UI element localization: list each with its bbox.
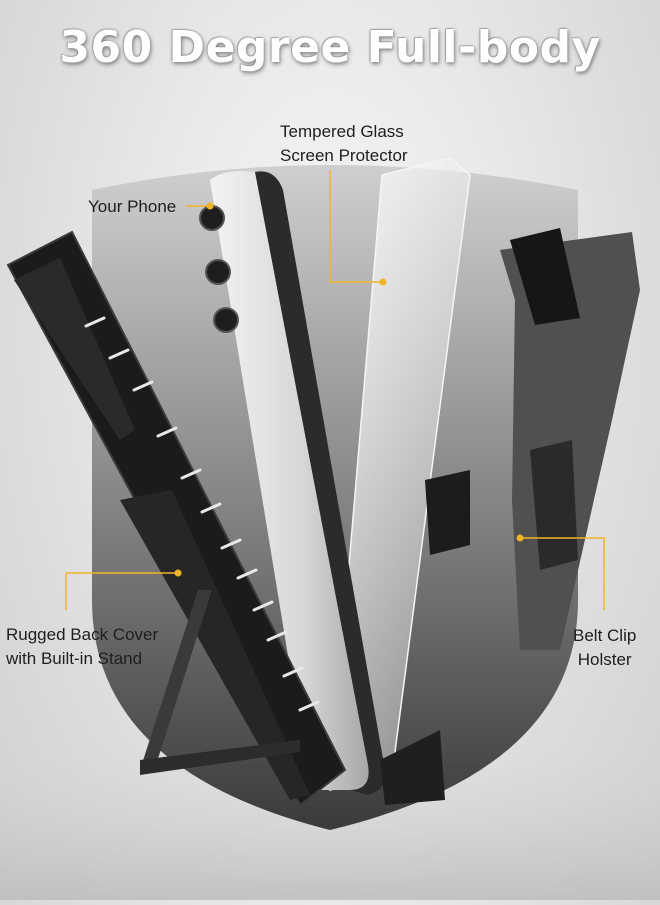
callout-lines bbox=[65, 170, 605, 610]
callout-back-cover-line1: Rugged Back Cover bbox=[6, 625, 159, 644]
callout-belt-clip: Belt Clip Holster bbox=[573, 624, 636, 672]
belt-clip-holster bbox=[380, 228, 640, 805]
holster-top-clip bbox=[510, 228, 580, 325]
callout-belt-clip-line1: Belt Clip bbox=[573, 626, 637, 645]
cover-ridges bbox=[84, 316, 320, 712]
camera-lens-1 bbox=[199, 205, 225, 231]
callout-belt-clip-line2: Holster bbox=[577, 650, 632, 669]
kickstand bbox=[140, 590, 212, 770]
callout-back-cover: Rugged Back Cover with Built-in Stand bbox=[6, 623, 158, 671]
camera-lens-3 bbox=[213, 307, 239, 333]
callout-tempered-glass: Tempered Glass Screen Protector bbox=[280, 120, 408, 168]
callout-dots bbox=[174, 202, 524, 577]
page-title: 360 Degree Full-body bbox=[59, 22, 601, 73]
callout-your-phone: Your Phone bbox=[88, 195, 176, 219]
camera-lens-2 bbox=[205, 259, 231, 285]
callout-tempered-glass-line1: Tempered Glass bbox=[280, 122, 404, 141]
callout-back-cover-line2: with Built-in Stand bbox=[6, 649, 143, 668]
callout-tempered-glass-line2: Screen Protector bbox=[280, 146, 408, 165]
callout-your-phone-text: Your Phone bbox=[88, 197, 177, 216]
rugged-back-cover bbox=[6, 230, 347, 807]
holster-side-tab bbox=[425, 470, 470, 555]
